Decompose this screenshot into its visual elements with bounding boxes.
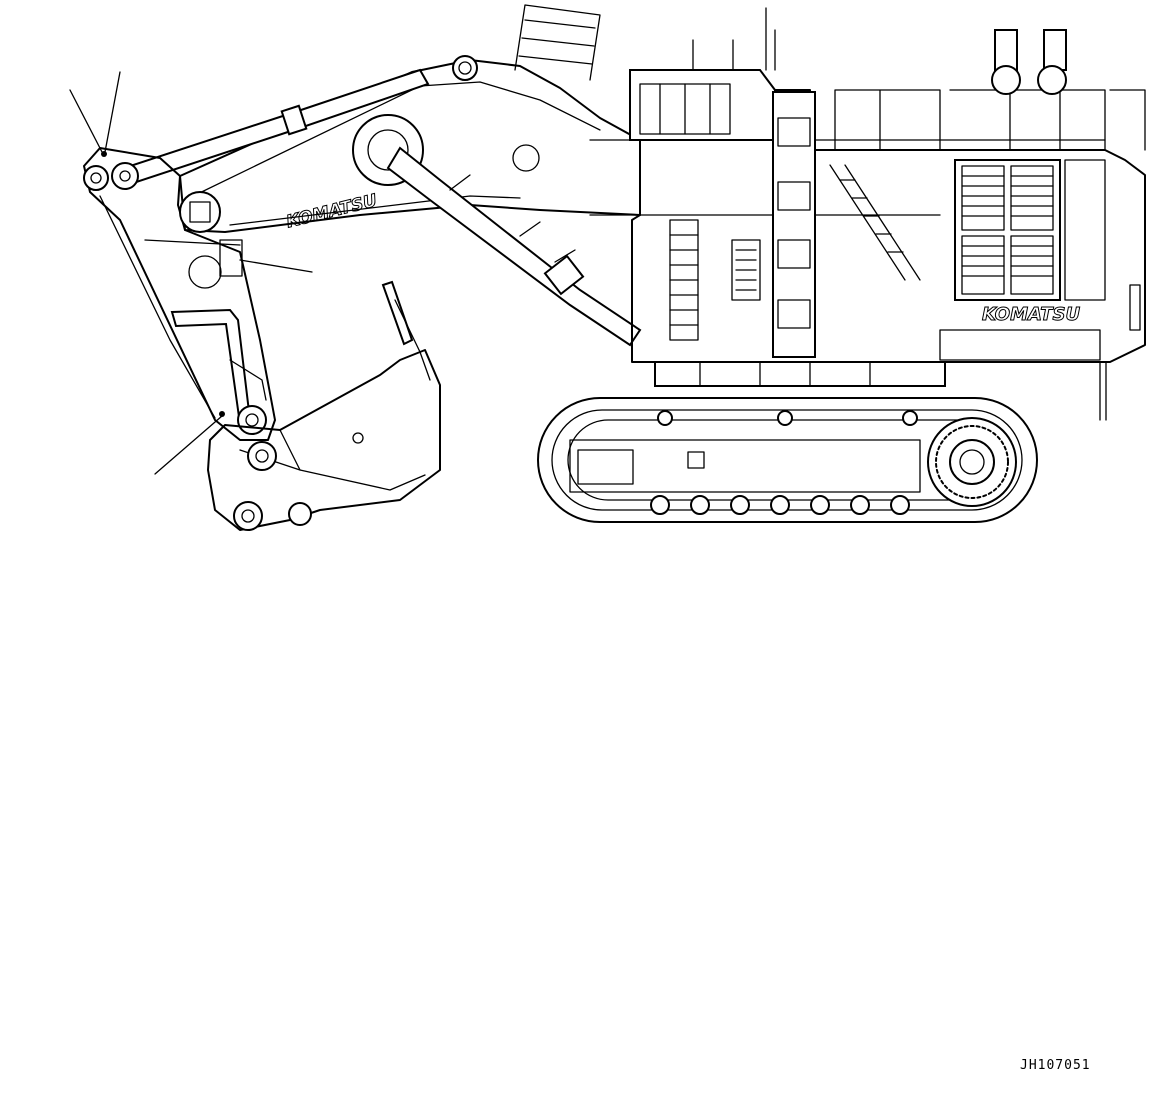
- arm: [83, 147, 276, 441]
- cooling-tower: [772, 91, 816, 358]
- boom-hole: [512, 144, 540, 172]
- body-brand-logo: KOMATSU: [982, 304, 1080, 325]
- bucket-cylinder: [170, 308, 267, 435]
- bucket: [207, 280, 441, 531]
- exhaust-stack-right: [1043, 29, 1067, 71]
- carbody: [654, 361, 946, 387]
- exhaust-stack-left: [994, 29, 1018, 71]
- arm-hole: [188, 255, 222, 289]
- arm-decal-plate: [219, 239, 243, 277]
- undercarriage: [537, 361, 1038, 523]
- upper-structure: KOMATSU: [514, 4, 1146, 421]
- bucket-pin-upper: [247, 441, 277, 471]
- leader-line-4: [154, 415, 223, 475]
- bucket-pin-lower: [233, 501, 263, 531]
- track-frame: [569, 439, 921, 493]
- operator-cab: [629, 69, 776, 141]
- leader-line-1: [69, 89, 103, 153]
- boom-brand-logo: KOMATSU: [284, 191, 379, 233]
- leader-line-2: [104, 71, 121, 153]
- bucket-tooth: [381, 280, 414, 346]
- drawing-code-label: JH107051: [1020, 1058, 1091, 1073]
- leader-line-3: [239, 259, 313, 273]
- boom-cylinder: [386, 146, 642, 347]
- arm-cylinder: [111, 68, 430, 190]
- callout-leaders: [69, 71, 313, 475]
- track-outer: [537, 397, 1038, 523]
